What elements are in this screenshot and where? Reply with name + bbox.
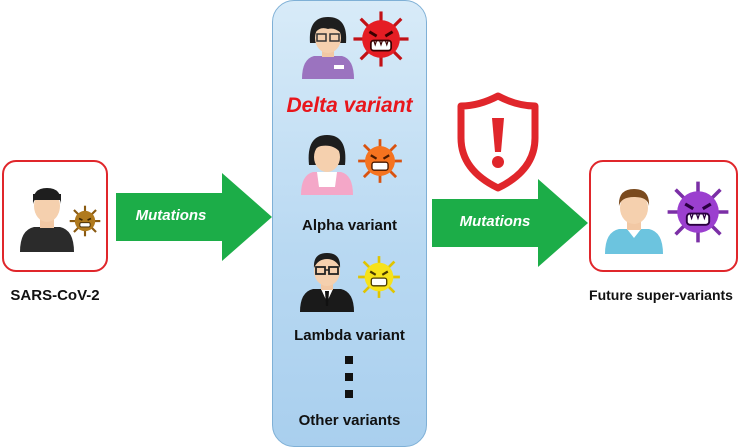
other-variants-label: Other variants bbox=[298, 412, 401, 429]
virus-icon bbox=[358, 139, 402, 183]
person-icon bbox=[20, 188, 74, 252]
person-icon bbox=[605, 189, 663, 254]
future-super-variants-label: Future super-variants bbox=[589, 287, 733, 303]
person-icon bbox=[302, 17, 354, 79]
future-super-variants-box bbox=[589, 160, 738, 272]
sars-cov-2-box bbox=[2, 160, 108, 272]
virus-icon bbox=[358, 256, 400, 298]
mutation-arrow-right bbox=[432, 179, 588, 267]
person-icon bbox=[300, 253, 354, 312]
delta-variant-label: Delta variant bbox=[286, 94, 413, 117]
virus-icon bbox=[353, 11, 409, 67]
vertical-dots-icon bbox=[345, 356, 353, 398]
mutation-arrow-left bbox=[116, 173, 272, 261]
mutation-arrow-right-label: Mutations bbox=[459, 213, 531, 230]
shield-warning-icon bbox=[457, 92, 539, 192]
mutation-arrow-left-label: Mutations bbox=[135, 207, 207, 224]
virus-icon bbox=[667, 181, 729, 243]
alpha-variant-label: Alpha variant bbox=[301, 217, 398, 234]
lambda-variant-label: Lambda variant bbox=[294, 327, 405, 344]
sars-cov-2-label: SARS-CoV-2 bbox=[10, 287, 100, 304]
virus-icon bbox=[69, 205, 101, 237]
person-icon bbox=[301, 135, 353, 195]
